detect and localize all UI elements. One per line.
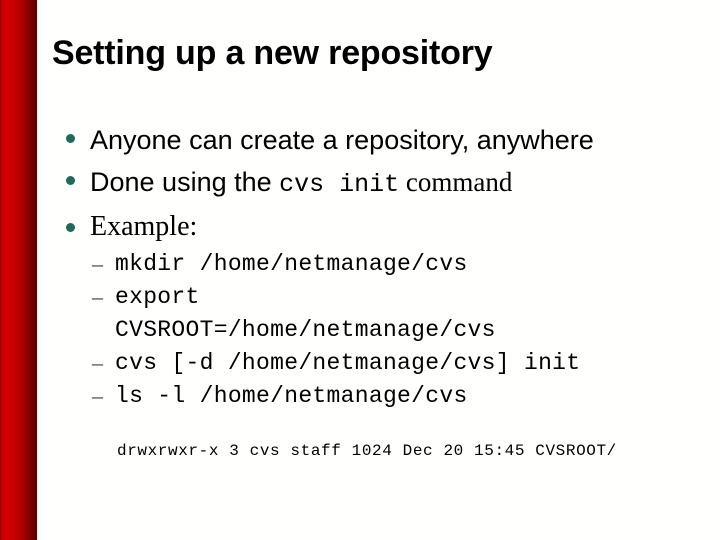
- bullet-item-prefix: Done using the: [90, 167, 280, 197]
- list-item: – cvs [-d /home/netmanage/cvs] init: [92, 347, 712, 380]
- bullet-item-suffix: command: [399, 167, 513, 197]
- dash-marker-icon: –: [92, 350, 103, 375]
- bullet-item-label: Example:: [90, 211, 198, 242]
- sub-bullet-label: mkdir /home/netmanage/cvs: [115, 248, 712, 281]
- code-line: ls -l /home/netmanage/cvs: [115, 383, 468, 409]
- red-gradient-bar: [0, 0, 37, 540]
- dash-marker-icon: –: [92, 284, 103, 309]
- list-item: – ls -l /home/netmanage/cvs: [92, 380, 712, 413]
- list-item: Example:: [60, 206, 700, 247]
- bullet-dot-icon: [66, 223, 75, 232]
- sub-bullet-label: cvs [-d /home/netmanage/cvs] init: [115, 347, 712, 380]
- code-line: export: [115, 284, 200, 310]
- code-line: mkdir /home/netmanage/cvs: [115, 251, 468, 277]
- bullet-dot-icon: [66, 176, 75, 185]
- list-item: Anyone can create a repository, anywhere: [60, 120, 700, 161]
- bullet-item-label: Anyone can create a repository, anywhere: [90, 125, 594, 155]
- inline-command-code: cvs init: [279, 170, 400, 199]
- sub-bullet-label: ls -l /home/netmanage/cvs: [115, 380, 712, 413]
- dash-marker-icon: –: [92, 383, 103, 408]
- terminal-output-line: drwxrwxr-x 3 cvs staff 1024 Dec 20 15:45…: [117, 442, 617, 460]
- bullet-dot-icon: [66, 134, 75, 143]
- list-item: – mkdir /home/netmanage/cvs: [92, 248, 712, 281]
- page-title: Setting up a new repository: [52, 34, 493, 72]
- code-line: cvs [-d /home/netmanage/cvs] init: [115, 350, 581, 376]
- code-line-continuation: CVSROOT=/home/netmanage/cvs: [115, 317, 496, 343]
- dash-marker-icon: –: [92, 251, 103, 276]
- list-item: Done using the cvs init command: [60, 162, 700, 205]
- bullet-list: Anyone can create a repository, anywhere…: [60, 120, 700, 248]
- bullet-item-label: Done using the cvs init command: [90, 167, 513, 199]
